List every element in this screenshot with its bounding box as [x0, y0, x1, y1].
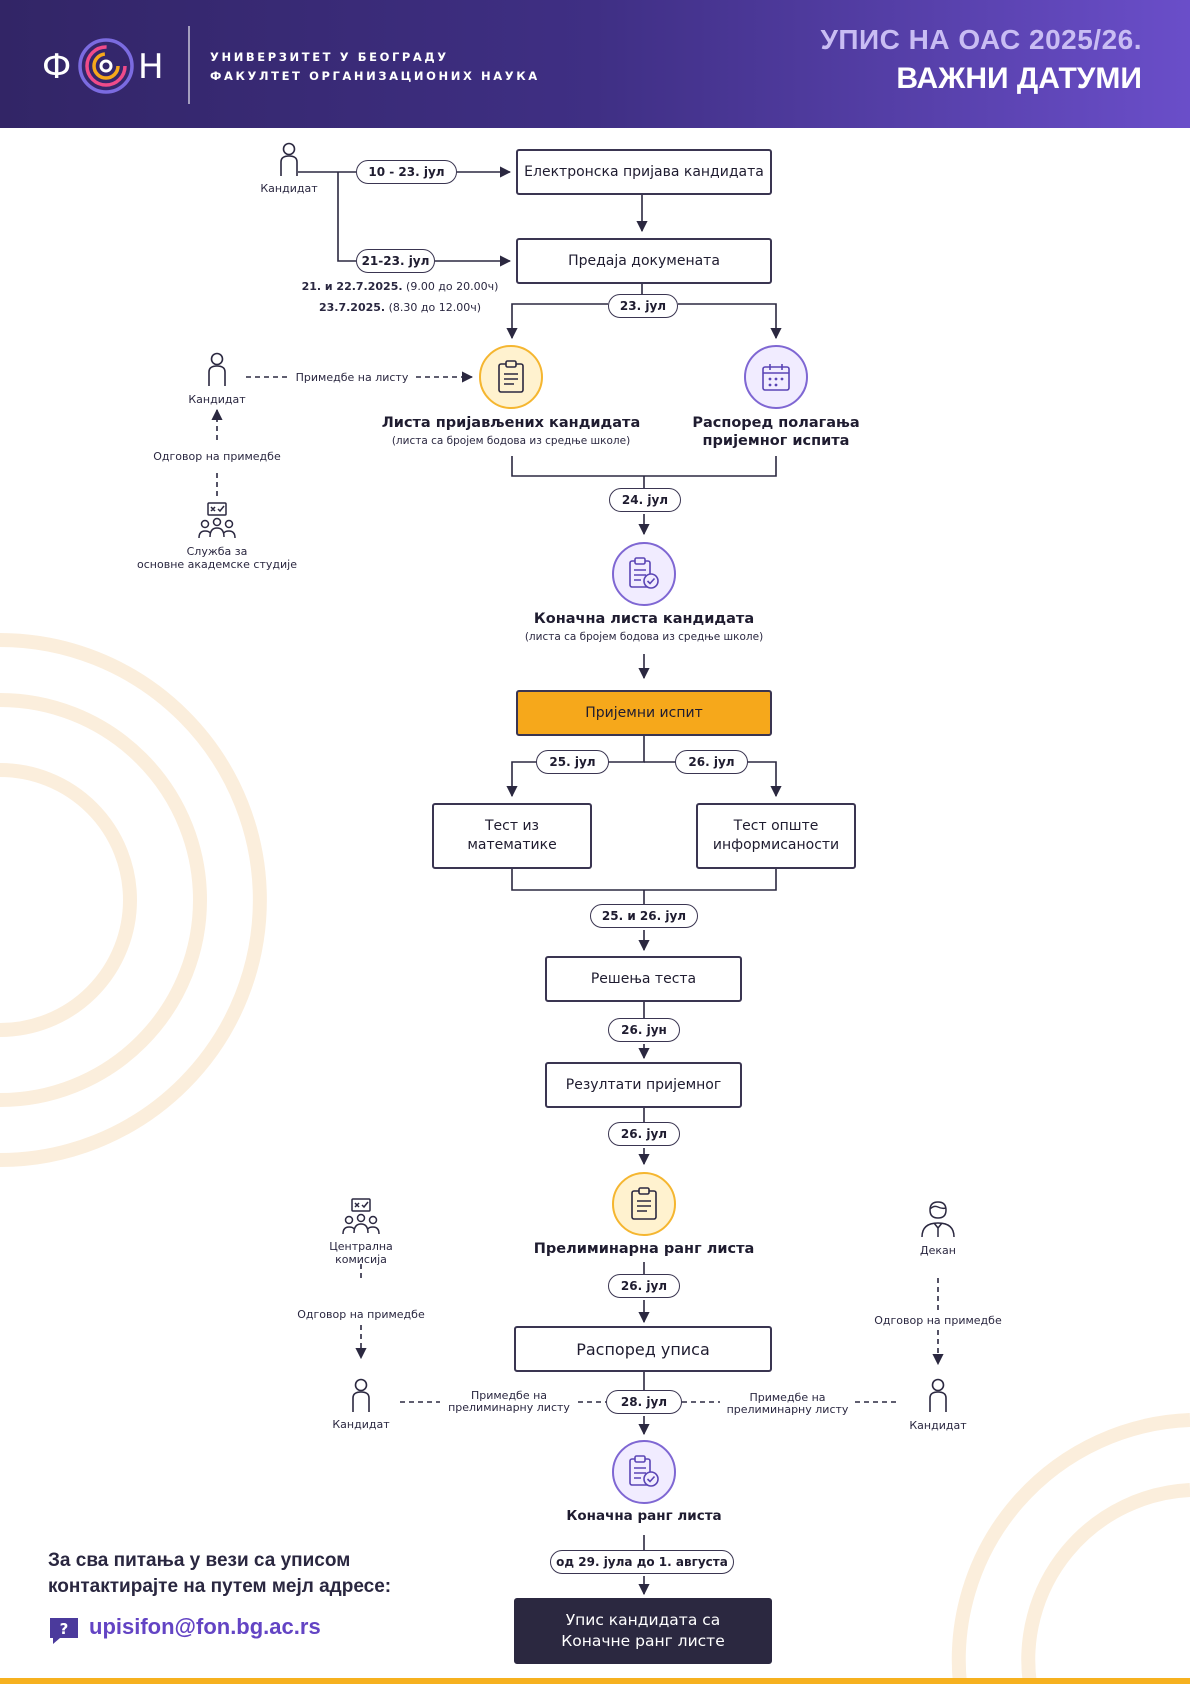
- remarks-prelim-left-line1: Примедбе на: [470, 1389, 548, 1402]
- preliminary-rank-list-title: Прелиминарна ранг листа: [533, 1241, 755, 1257]
- remarks-prelim-left-line2: прелиминарну листу: [448, 1401, 570, 1414]
- calendar-icon: [744, 345, 808, 409]
- applicant-list-icon: [479, 345, 543, 409]
- preliminary-list-icon: [612, 1172, 676, 1236]
- math-test-line2: математике: [467, 837, 557, 853]
- page-title: УПИС НА ОАС 2025/26. ВАЖНИ ДАТУМИ: [821, 24, 1143, 96]
- answer-to-remarks-label-3: Одговор на примедбе: [874, 1314, 1002, 1327]
- candidate-label-top: Кандидат: [260, 182, 318, 195]
- final-candidate-list-subtitle: (листа са бројем бодова из средње школе): [524, 631, 764, 643]
- logo-divider: [188, 26, 190, 104]
- submission-date-1: 21. и 22.7.2025.: [301, 280, 403, 293]
- dean-icon: [921, 1201, 955, 1238]
- title-line-2: ВАЖНИ ДАТУМИ: [896, 62, 1142, 95]
- answer-to-remarks-label-2: Одговор на примедбе: [297, 1308, 425, 1321]
- remarks-on-list-label: Примедбе на листу: [295, 371, 409, 384]
- answer-to-remarks-label-1: Одговор на примедбе: [153, 450, 281, 463]
- submission-date-2: 23.7.2025.: [318, 301, 386, 314]
- final-candidate-list-title: Коначна листа кандидата: [533, 611, 755, 627]
- date-pill-10-23-jul: 10 - 23. јул: [356, 160, 457, 184]
- exam-schedule-line2: пријемног испита: [702, 433, 850, 449]
- submission-hours-2: 23.7.2025. (8.30 до 12.00ч): [300, 301, 500, 314]
- contact-line1: За сва питања у вези са уписом: [48, 1550, 351, 1571]
- electronic-application-box: Електронска пријава кандидата: [516, 149, 772, 195]
- final-rank-list-title: Коначна ранг листа: [566, 1508, 722, 1524]
- exam-results-box: Резултати пријемног: [545, 1062, 742, 1108]
- enrollment-box: Упис кандидата са Коначне ранг листе: [514, 1598, 772, 1664]
- central-commission-icon: [342, 1198, 380, 1235]
- submission-hours-1: 21. и 22.7.2025. (9.00 до 20.00ч): [300, 280, 500, 293]
- remarks-prelim-right-line1: Примедбе на: [749, 1391, 826, 1404]
- remarks-prelim-right: Примедбе на прелиминарну листу: [720, 1392, 855, 1416]
- date-pill-28-jul: 28. јул: [606, 1390, 682, 1414]
- contact-email-link[interactable]: upisifon@fon.bg.ac.rs: [89, 1614, 321, 1639]
- dean-label: Декан: [920, 1244, 956, 1257]
- faculty-label: ФАКУЛТЕТ ОРГАНИЗАЦИОНИХ НАУКА: [210, 69, 540, 83]
- math-test-line1: Тест из: [484, 818, 539, 834]
- service-line2: основне академске студије: [137, 558, 297, 571]
- enrollment-line1: Упис кандидата са: [565, 1611, 721, 1629]
- date-pill-23-jul: 23. јул: [608, 294, 678, 318]
- university-label: УНИВЕРЗИТЕТ У БЕОГРАДУ: [210, 50, 449, 64]
- university-name: УНИВЕРЗИТЕТ У БЕОГРАДУ ФАКУЛТЕТ ОРГАНИЗА…: [210, 48, 540, 86]
- applicant-list-subtitle: (листа са бројем бодова из средње школе): [391, 435, 631, 447]
- candidate-icon: [352, 1378, 370, 1412]
- date-pill-26-jul-b: 26. јул: [608, 1122, 680, 1146]
- date-pill-26-jun-a: 26. јун: [608, 1018, 680, 1042]
- candidate-icon: [208, 352, 226, 386]
- date-pill-26-jul: 26. јул: [675, 750, 748, 774]
- exam-schedule-title: Распоред полагања пријемног испита: [676, 414, 876, 450]
- message-icon: ?: [50, 1618, 78, 1644]
- title-line-1: УПИС НА ОАС 2025/26.: [820, 24, 1142, 55]
- final-rank-list-icon: [612, 1440, 676, 1504]
- candidate-label-left: Кандидат: [332, 1418, 390, 1431]
- document-submission-box: Предаја докумената: [516, 238, 772, 284]
- candidate-icon: [280, 142, 298, 176]
- service-label: Служба за основне академске студије: [130, 545, 304, 571]
- contact-text: За сва питања у вези са уписом контактир…: [48, 1548, 391, 1600]
- central-commission-label: Централна комисија: [311, 1240, 411, 1266]
- enrollment-line2: Коначне ранг листе: [561, 1632, 725, 1650]
- date-pill-24-jul: 24. јул: [609, 488, 681, 512]
- fon-logo: Ф Н: [42, 38, 164, 94]
- general-test-box: Тест опште информисаности: [696, 803, 856, 869]
- general-test-line1: Тест опште: [733, 818, 819, 834]
- submission-time-1: (9.00 до 20.00ч): [406, 280, 499, 293]
- bottom-accent-bar: [0, 1678, 1190, 1684]
- submission-time-2: (8.30 до 12.00ч): [388, 301, 482, 314]
- central-commission-line2: комисија: [335, 1253, 387, 1266]
- applicant-list-title: Листа пријављених кандидата: [381, 415, 641, 431]
- decorative-arcs: [0, 633, 1190, 1684]
- date-pill-final: од 29. јула до 1. августа: [550, 1550, 734, 1574]
- date-pill-26-jul-c: 26. јул: [608, 1274, 680, 1298]
- entrance-exam-box: Пријемни испит: [516, 690, 772, 736]
- enrollment-schedule-box: Распоред уписа: [514, 1326, 772, 1372]
- test-solutions-box: Решења теста: [545, 956, 742, 1002]
- candidate-icon: [929, 1378, 947, 1412]
- date-pill-25-26-jul: 25. и 26. јул: [590, 904, 698, 928]
- service-line1: Служба за: [186, 545, 248, 558]
- svg-text:Н: Н: [138, 47, 164, 87]
- math-test-box: Тест из математике: [432, 803, 592, 869]
- contact-line2: контактирајте на путем мејл адресе:: [48, 1576, 392, 1597]
- general-test-line2: информисаности: [712, 837, 840, 853]
- candidate-label-right: Кандидат: [909, 1419, 967, 1432]
- remarks-prelim-left: Примедбе на прелиминарну листу: [440, 1390, 578, 1414]
- service-team-icon: [198, 502, 236, 539]
- date-pill-21-23-jul: 21-23. јул: [356, 249, 435, 273]
- central-commission-line1: Централна: [329, 1240, 393, 1253]
- candidate-label-remarks: Кандидат: [188, 393, 246, 406]
- final-list-icon: [612, 542, 676, 606]
- page-header: Ф Н УНИВЕРЗИТЕТ У БЕОГРАДУ ФАКУЛТЕТ ОРГА…: [0, 0, 1190, 128]
- date-pill-25-jul: 25. јул: [536, 750, 609, 774]
- svg-text:?: ?: [60, 1620, 69, 1638]
- exam-schedule-line1: Распоред полагања: [692, 415, 860, 431]
- remarks-prelim-right-line2: прелиминарну листу: [726, 1403, 849, 1416]
- svg-text:Ф: Ф: [42, 47, 71, 87]
